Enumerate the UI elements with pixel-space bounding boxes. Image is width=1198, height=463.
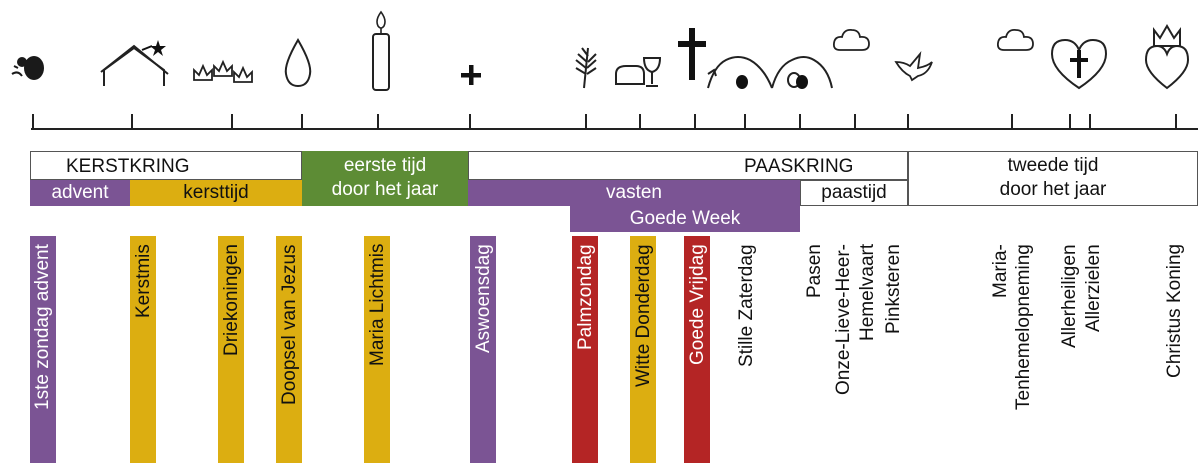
easter-label: Pasen — [804, 244, 825, 298]
advent-band: advent — [30, 180, 130, 206]
all-saints-label: Allerheiligen — [1059, 244, 1080, 348]
christmas-label: Kerstmis — [133, 244, 154, 318]
christ-the-king-label: Christus Koning — [1164, 244, 1185, 379]
eastertide-band: paastijd — [800, 180, 908, 206]
advent-label: advent — [51, 182, 109, 203]
water-drop-icon — [284, 38, 312, 88]
cloud-icon — [832, 28, 870, 51]
epiphany-bar — [218, 236, 244, 463]
ascension-label-line1: Onze-Lieve-Heer- — [833, 244, 854, 395]
palm-sunday-label: Palmzondag — [575, 244, 596, 350]
christmas-bar — [130, 236, 156, 463]
pentecost-label: Pinksteren — [883, 244, 904, 334]
holy-week-label: Goede Week — [629, 208, 741, 229]
holy-saturday-label: Stille Zaterdag — [736, 244, 757, 367]
christmas-cycle-label: KERSTKRING — [66, 156, 190, 177]
tomb-closed-icon — [707, 56, 773, 89]
tomb-open-icon — [771, 56, 833, 89]
advent-sunday-label: 1ste zondag advent — [32, 244, 53, 410]
maundy-thursday-label: Witte Donderdag — [633, 244, 654, 387]
timeline-axis — [31, 114, 1198, 130]
ordinary-time-1-line1: eerste tijd — [343, 155, 427, 176]
fetus-icon — [11, 56, 44, 80]
all-souls-label: Allerzielen — [1083, 244, 1104, 332]
ash-wednesday-label: Aswoensdag — [473, 244, 494, 353]
three-crowns-icon — [193, 59, 253, 83]
bread-and-chalice-icon — [615, 57, 662, 87]
candlemas-bar — [364, 236, 390, 463]
heart-with-cross-icon — [1050, 38, 1108, 90]
lent-band: vasten — [468, 180, 800, 206]
eastertide-label: paastijd — [821, 182, 887, 203]
ordinary-time-2-line1: tweede tijd — [1007, 155, 1099, 176]
epiphany-label: Driekoningen — [221, 244, 242, 356]
cloud-icon — [996, 28, 1034, 51]
dove-icon — [894, 50, 933, 82]
lent-label: vasten — [606, 182, 662, 203]
cross-icon — [678, 28, 706, 80]
good-friday-bar — [684, 236, 710, 463]
ordinary-time-2-label: tweede tijd door het jaar — [908, 154, 1198, 202]
ascension-label-line2: Hemelvaart — [857, 244, 878, 342]
ordinary-time-1-band: eerste tijd door het jaar — [302, 151, 468, 206]
ash-cross-icon — [461, 65, 481, 85]
candlemas-label: Maria Lichtmis — [367, 244, 388, 367]
easter-cycle-band — [468, 151, 908, 180]
stable-with-star-icon — [100, 40, 169, 86]
christmastide-band: kersttijd — [130, 180, 302, 206]
good-friday-label: Goede Vrijdag — [687, 244, 708, 365]
baptism-bar — [276, 236, 302, 463]
holy-week-band: Goede Week — [570, 206, 800, 232]
ordinary-time-1-line2: door het jaar — [331, 179, 439, 200]
palm-sunday-bar — [572, 236, 598, 463]
ash-wednesday-bar — [470, 236, 496, 463]
easter-cycle-label: PAASKRING — [744, 156, 854, 177]
assumption-label-line1: Maria- — [990, 244, 1011, 298]
maundy-thursday-bar — [630, 236, 656, 463]
advent-sunday-bar — [30, 236, 56, 463]
ordinary-time-2-band — [908, 151, 1198, 206]
christmas-cycle-band — [30, 151, 302, 180]
christmastide-label: kersttijd — [183, 182, 249, 203]
crowned-heart-icon — [1144, 24, 1190, 90]
assumption-label-line2: Tenhemelopneming — [1013, 244, 1034, 410]
candle-icon — [372, 10, 390, 91]
palm-branch-icon — [575, 47, 597, 89]
ordinary-time-2-line2: door het jaar — [999, 179, 1107, 200]
baptism-label: Doopsel van Jezus — [279, 244, 300, 405]
